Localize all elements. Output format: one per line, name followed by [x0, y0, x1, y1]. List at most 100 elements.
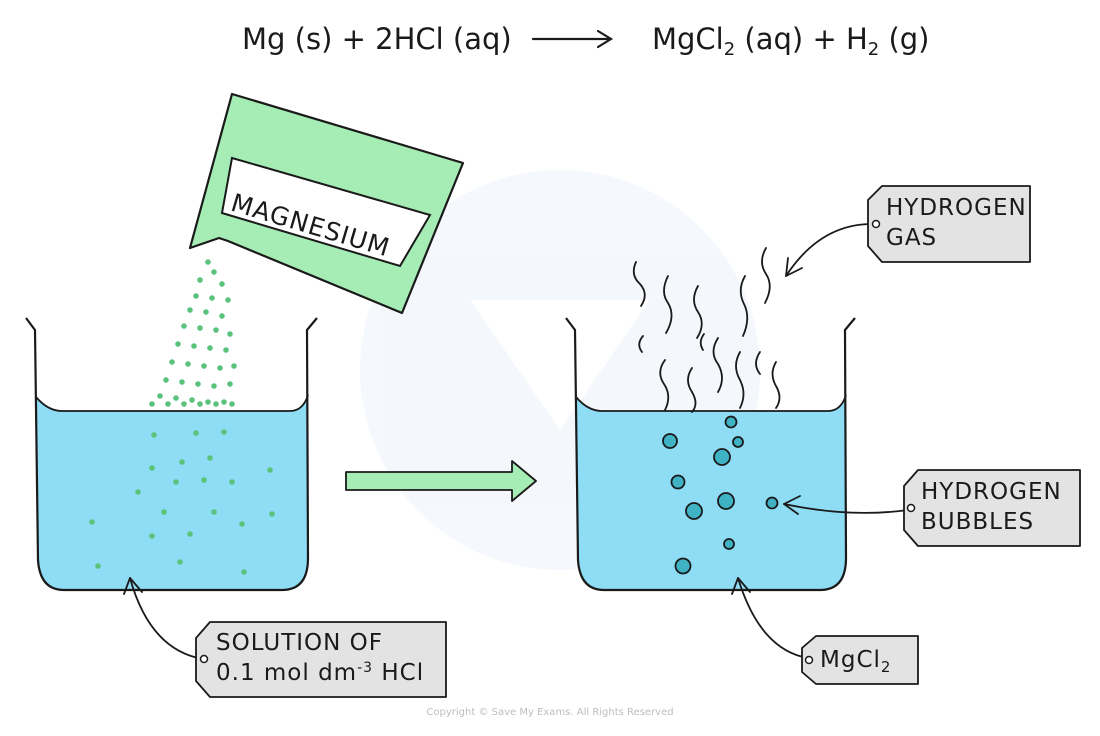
magnesium-particle: [269, 511, 275, 517]
magnesium-particle: [149, 401, 155, 407]
magnesium-particle: [213, 327, 219, 333]
hydrogen-bubble: [662, 433, 678, 449]
product-2-state-text: (g): [879, 22, 930, 56]
magnesium-packet: [188, 92, 465, 315]
magnesium-particle: [135, 489, 141, 495]
product-h-subscript: 2: [867, 39, 880, 60]
magnesium-particle: [95, 563, 101, 569]
magnesium-particle: [157, 393, 163, 399]
magnesium-particle: [197, 401, 203, 407]
tag-solution: [195, 621, 447, 698]
magnesium-particle: [191, 343, 197, 349]
magnesium-particle: [207, 345, 213, 351]
left-liquid-surface: [35, 394, 309, 412]
magnesium-particle: [211, 383, 217, 389]
hydrogen-gas-line2: GAS: [886, 225, 938, 251]
magnesium-particle: [177, 559, 183, 565]
magnesium-particle: [149, 533, 155, 539]
magnesium-particle: [197, 277, 203, 283]
product-1-state-text: (aq) + H: [735, 22, 868, 56]
magnesium-particle: [149, 465, 155, 471]
hydrogen-bubble: [685, 502, 703, 520]
tag-mgcl2: [801, 635, 919, 685]
magnesium-particle: [227, 331, 233, 337]
right-beaker-outline: [565, 317, 856, 592]
equation-products: MgCl2 (aq) + H2 (g): [652, 14, 930, 64]
magnesium-particle: [179, 459, 185, 465]
magnesium-particle: [163, 377, 169, 383]
magnesium-particle: [221, 399, 227, 405]
hydrogen-bubble: [674, 557, 692, 575]
magnesium-particle: [211, 509, 217, 515]
hydrogen-gas-line1: HYDROGEN: [886, 195, 1027, 221]
mgcl2-text: MgCl: [820, 647, 881, 673]
magnesium-particle: [205, 399, 211, 405]
magnesium-particle: [229, 401, 235, 407]
magnesium-particle: [203, 309, 209, 315]
magnesium-particle: [207, 455, 213, 461]
magnesium-particle: [193, 430, 199, 436]
magnesium-particle: [221, 429, 227, 435]
magnesium-particle: [187, 531, 193, 537]
hydrogen-bubble: [670, 474, 686, 490]
magnesium-particle: [151, 432, 157, 438]
copyright-notice: Copyright © Save My Exams. All Rights Re…: [0, 707, 1100, 718]
magnesium-particle: [201, 363, 207, 369]
magnesium-particle: [239, 521, 245, 527]
reactants-text: Mg (s) + 2HCl (aq): [242, 22, 512, 56]
solution-label: SOLUTION OF 0.1 mol dm-3 HCl: [216, 628, 424, 688]
hydrogen-gas-wisps: [632, 247, 781, 413]
magnesium-particle: [217, 365, 223, 371]
tag-hydrogen-bubbles: [903, 469, 1081, 547]
magnesium-particle: [223, 347, 229, 353]
magnesium-particle: [189, 397, 195, 403]
hydrogen-bubble: [723, 538, 735, 550]
magnesium-powder-stream: [149, 259, 237, 407]
magnesium-particle: [193, 293, 199, 299]
magnesium-particle: [165, 401, 171, 407]
magnesium-particle: [227, 381, 233, 387]
hydrogen-bubble: [732, 436, 744, 448]
right-liquid-surface: [575, 394, 847, 412]
magnesium-particle: [201, 477, 207, 483]
mgcl2-label: MgCl2: [820, 645, 891, 675]
magnesium-particle: [219, 281, 225, 287]
equation-arrow: [531, 29, 614, 49]
magnesium-particle: [209, 295, 215, 301]
hydrogen-bubbles-label: HYDROGEN BUBBLES: [921, 477, 1062, 537]
reaction-arrow: [345, 460, 537, 502]
magnesium-particle: [89, 519, 95, 525]
solution-line2: 0.1 mol dm-3 HCl: [216, 658, 424, 688]
magnesium-particle: [211, 269, 217, 275]
magnesium-particle: [181, 323, 187, 329]
hydrogen-bubbles-line2: BUBBLES: [921, 509, 1035, 535]
magnesium-particle: [187, 307, 193, 313]
solution-concentration: 0.1 mol dm: [216, 660, 358, 686]
magnesium-particle: [225, 297, 231, 303]
solution-acid: HCl: [373, 660, 425, 686]
magnesium-particle: [205, 259, 211, 265]
solution-line1: SOLUTION OF: [216, 630, 383, 656]
right-beaker-liquid: [576, 395, 846, 590]
magnesium-particle: [169, 359, 175, 365]
pointer-arrows: [123, 223, 909, 660]
hydrogen-bubble: [713, 448, 731, 466]
magnesium-particle: [219, 313, 225, 319]
hydrogen-bubbles: [662, 415, 779, 575]
magnesium-particle: [173, 395, 179, 401]
magnesium-particle: [267, 467, 273, 473]
magnesium-particle: [213, 401, 219, 407]
magnesium-particle: [175, 341, 181, 347]
hydrogen-bubble: [717, 492, 735, 510]
hydrogen-bubble: [765, 496, 779, 510]
solution-unit-exponent: -3: [357, 660, 374, 676]
magnesium-particles-in-solution: [89, 429, 275, 575]
hydrogen-bubbles-line1: HYDROGEN: [921, 479, 1062, 505]
magnesium-particle: [173, 479, 179, 485]
left-beaker-outline: [25, 317, 318, 592]
tag-hydrogen-gas: [867, 185, 1031, 263]
product-mgcl-text: MgCl: [652, 22, 724, 56]
hydrogen-bubble: [724, 415, 738, 429]
magnesium-particle: [181, 401, 187, 407]
